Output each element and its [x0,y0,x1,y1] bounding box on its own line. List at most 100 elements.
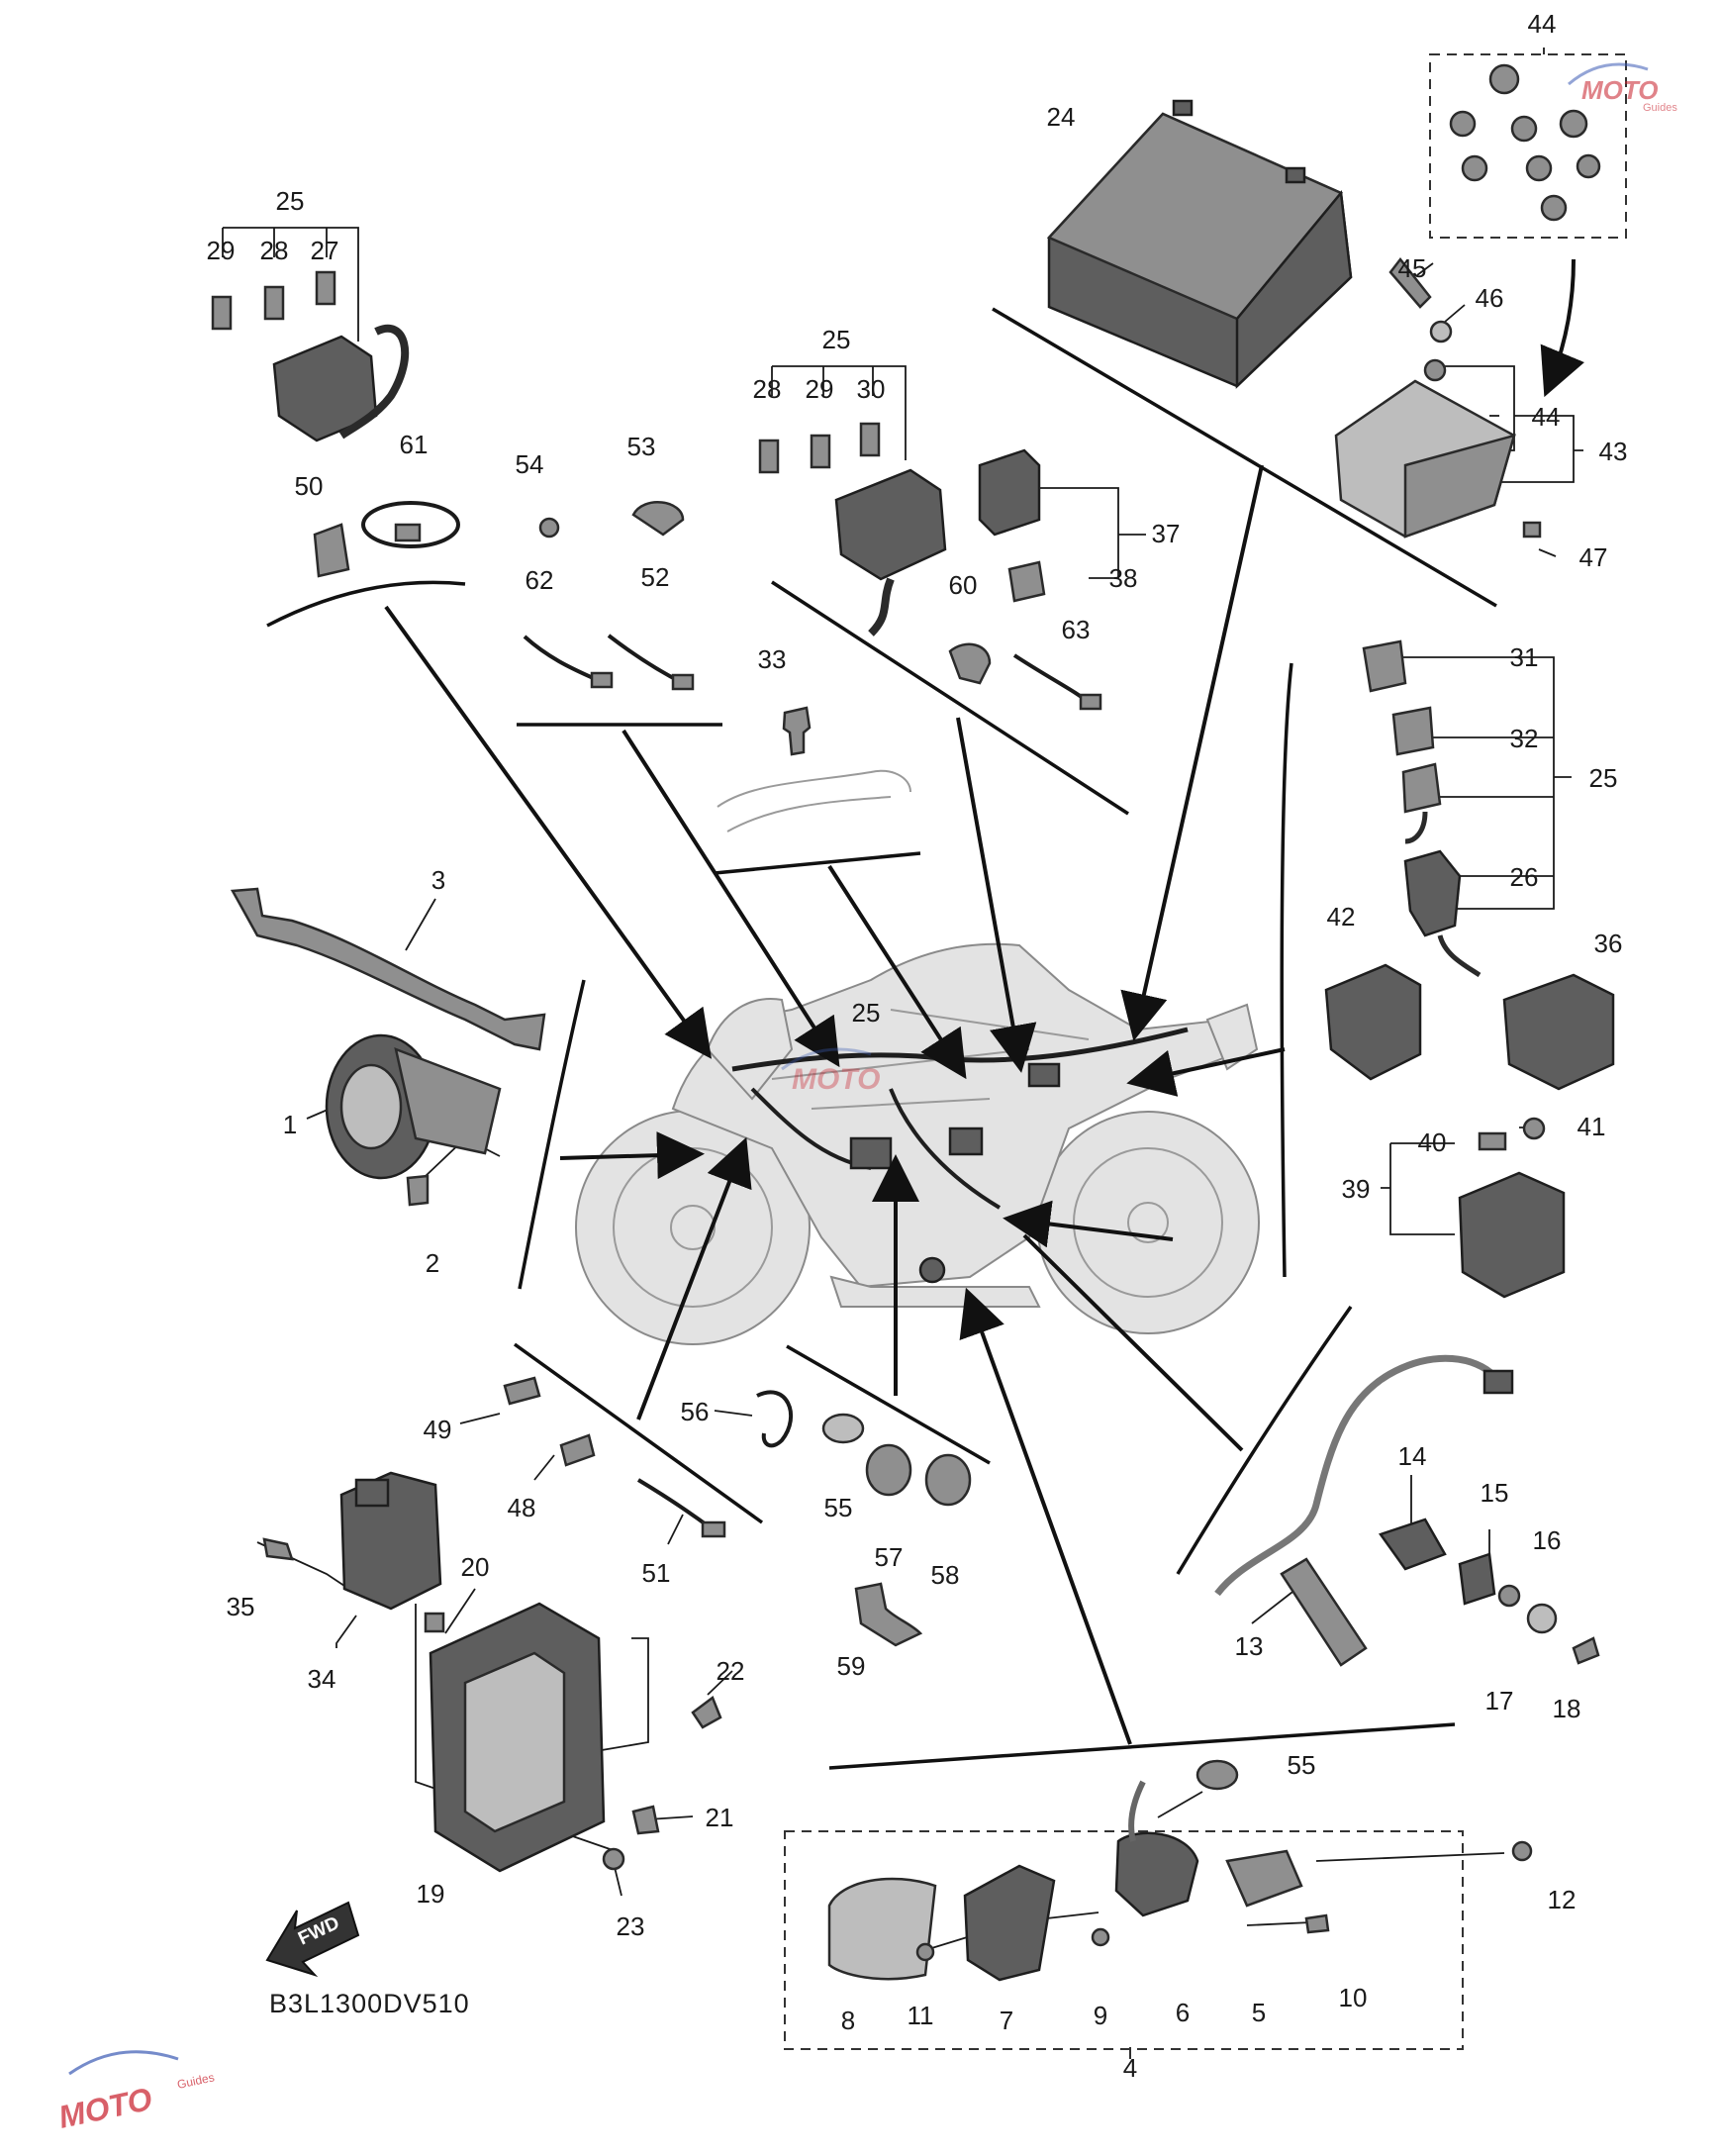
callout-13: 13 [1235,1631,1264,1661]
callout-16: 16 [1533,1525,1562,1555]
part-ecu-bracket-19-34 [262,1471,722,1873]
diagram-code: B3L1300DV510 [269,1989,470,2018]
callout-40: 40 [1418,1127,1447,1157]
callout-28-center: 28 [753,374,782,404]
part-battery-24 [1046,99,1353,389]
part-fuse-box-25-center [758,422,947,637]
callout-29-left: 29 [207,236,236,265]
part-sensor-assembly-4 [784,1759,1533,2050]
callout-33: 33 [758,644,787,674]
callout-32: 32 [1510,724,1539,753]
fwd-arrow-icon: FWD [265,1901,360,1978]
callout-26: 26 [1510,862,1539,892]
watermark-text-bottom: MOTO [55,2081,155,2135]
part-couplers-right-cluster [1324,639,1615,1299]
part-bands-55-59 [821,1413,972,1647]
callout-2: 2 [426,1248,439,1278]
callout-52: 52 [641,562,670,592]
callout-21: 21 [706,1803,734,1832]
callout-45: 45 [1398,253,1427,283]
callout-30: 30 [857,374,886,404]
watermark-logo-bottom: MOTO Guides [55,2050,216,2135]
callout-7: 7 [1000,2006,1013,2035]
callout-5: 5 [1252,1998,1266,2027]
callout-11: 11 [908,2001,934,2030]
watermark-subtext-top: Guides [1643,102,1677,114]
callout-41: 41 [1578,1112,1606,1141]
callout-55-top: 55 [1288,1750,1316,1780]
callout-39: 39 [1342,1174,1371,1204]
callout-56: 56 [681,1397,710,1426]
callout-35: 35 [227,1592,255,1621]
callout-48: 48 [508,1493,536,1522]
callout-3: 3 [431,865,445,895]
watermark-logo-center: MOTO [781,1047,880,1096]
watermark-logo-top: MOTO Guides [1568,62,1677,114]
group-brackets [266,307,1497,1770]
callout-37: 37 [1152,519,1181,548]
callout-44-top: 44 [1528,9,1557,39]
callout-55-bottom: 55 [824,1493,853,1522]
pointer-lines [384,464,1286,1745]
callout-1: 1 [283,1110,297,1139]
callout-46: 46 [1476,283,1504,313]
watermark-subtext-bottom: Guides [176,2070,216,2092]
part-sensor-13-18 [1214,1354,1600,1667]
callout-53: 53 [627,432,656,461]
arrow-44-to-43 [1540,258,1584,398]
part-clamps-60-63 [948,642,1102,711]
callout-labels: 1 2 3 4 5 6 7 8 9 10 11 12 13 14 15 16 1… [207,9,1628,2083]
callout-24: 24 [1047,102,1076,132]
watermark-text-center: MOTO [792,1063,880,1096]
callout-47: 47 [1579,542,1608,572]
callout-36: 36 [1594,929,1623,958]
callout-19: 19 [417,1879,445,1909]
callout-25-center: 25 [822,325,851,354]
callout-31: 31 [1510,642,1539,672]
callout-50: 50 [295,471,324,501]
callout-49: 49 [424,1415,452,1444]
callout-62: 62 [526,565,554,595]
callout-10: 10 [1339,1983,1368,2012]
callout-51: 51 [642,1558,671,1588]
callout-25-right: 25 [1589,763,1618,793]
part-horn-1-3 [230,887,546,1207]
callout-54: 54 [516,449,544,479]
part-bolt-33 [717,706,911,833]
callout-34: 34 [308,1664,336,1694]
callout-15: 15 [1481,1478,1509,1508]
callout-25-bike: 25 [852,998,881,1028]
callout-14: 14 [1398,1441,1427,1471]
part-fuse-set-44 [1429,53,1627,239]
callout-17: 17 [1485,1686,1514,1715]
part-clips-52-53-54-62 [523,501,695,691]
part-fuse-box-25-left [211,270,410,442]
callout-27: 27 [311,236,339,265]
callout-6: 6 [1176,1998,1190,2027]
callout-23: 23 [617,1911,645,1941]
callout-9: 9 [1094,2001,1107,2030]
callout-4: 4 [1123,2053,1137,2083]
callout-42: 42 [1327,902,1356,931]
callout-38: 38 [1109,563,1138,593]
callout-60: 60 [949,570,978,600]
callout-18: 18 [1553,1694,1581,1723]
callout-28-left: 28 [260,236,289,265]
watermark-text-top: MOTO [1581,75,1659,105]
callout-43: 43 [1599,437,1628,466]
part-clips-48-49-51-56 [503,1376,793,1538]
part-relay-37 [978,448,1046,603]
callout-58: 58 [931,1560,960,1590]
callout-20: 20 [461,1552,490,1582]
callout-61: 61 [400,430,429,459]
part-ecu-43 [1334,256,1542,539]
part-clamps-50-61 [313,501,460,578]
callout-29-center: 29 [806,374,834,404]
callout-8: 8 [841,2006,855,2035]
callout-25-left: 25 [276,186,305,216]
callout-22: 22 [717,1656,745,1686]
callout-12: 12 [1548,1885,1577,1914]
callout-57: 57 [875,1542,904,1572]
callout-59: 59 [837,1651,866,1681]
